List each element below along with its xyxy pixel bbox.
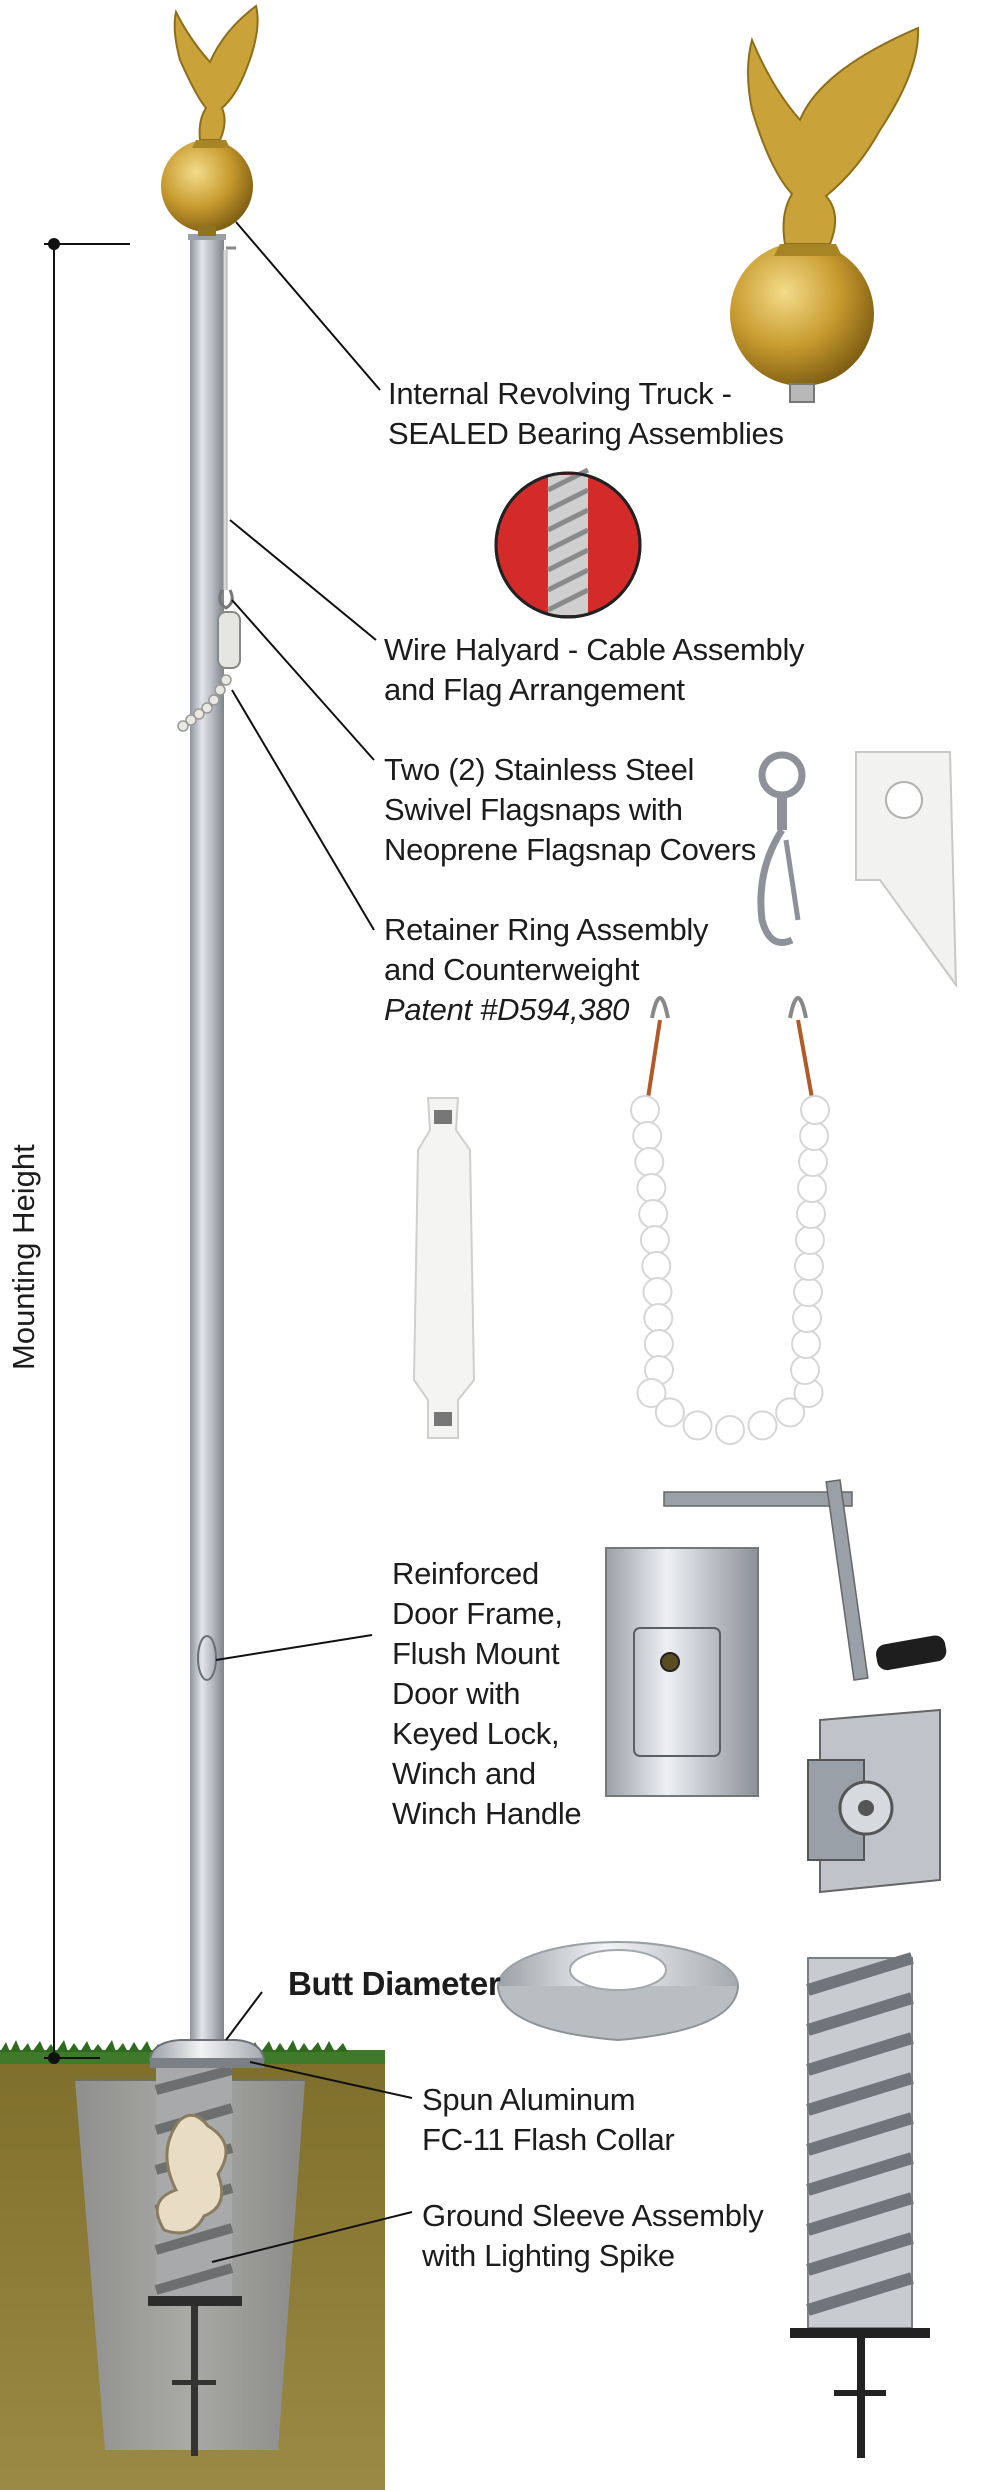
door-panel-closeup	[605, 1547, 759, 1797]
sleeve-label-line: Ground Sleeve Assembly	[422, 2198, 764, 2233]
eagle-finial-closeup	[730, 26, 920, 403]
retainer-bead	[639, 1225, 670, 1255]
leader-lines	[211, 221, 413, 2263]
ground-sleeve-closeup	[790, 1952, 930, 2458]
retainer-bead	[682, 1410, 713, 1441]
retainer-bead	[792, 1303, 822, 1333]
retainer-bead	[636, 1378, 667, 1408]
retainer-bead	[798, 1147, 828, 1177]
cable-cross-section	[494, 467, 642, 619]
retainer-bead	[638, 1199, 669, 1229]
door-label: Reinforced Door Frame, Flush Mount Door …	[392, 1554, 582, 1834]
winch-handle	[663, 1479, 947, 1681]
retainer-bead	[796, 1199, 826, 1229]
pole-door	[197, 1635, 217, 1681]
door-label-line: Reinforced	[392, 1556, 539, 1591]
door-label-line: Door Frame,	[392, 1596, 563, 1631]
retainer-bead	[790, 1355, 820, 1385]
winch	[807, 1708, 941, 1894]
flagsnaps-label-line: Swivel Flagsnaps with	[384, 792, 683, 827]
truck-label-line: Internal Revolving Truck -	[388, 376, 732, 411]
retainer-bead	[630, 1095, 660, 1125]
sleeve-label: Ground Sleeve Assembly with Lighting Spi…	[422, 2196, 764, 2276]
door-label-line: Flush Mount	[392, 1636, 560, 1671]
flagsnaps-label-line: Two (2) Stainless Steel	[384, 752, 695, 787]
retainer-bead	[654, 1397, 685, 1428]
mounting-height-dimension	[44, 238, 130, 2064]
retainer-bead	[747, 1410, 778, 1441]
flagpole	[148, 234, 266, 2068]
counterweight-closeup	[412, 1097, 476, 1439]
retainer-bead	[775, 1397, 806, 1428]
flagsnaps-label: Two (2) Stainless Steel Swivel Flagsnaps…	[384, 750, 756, 870]
retainer-bead	[794, 1251, 824, 1281]
door-label-line: Keyed Lock,	[392, 1716, 560, 1751]
beaded-retainer-ring	[630, 996, 830, 1445]
retainer-bead	[643, 1303, 674, 1333]
retainer-bead	[642, 1277, 673, 1307]
retainer-bead	[791, 1329, 821, 1359]
retainer-label-line: and Counterweight	[384, 952, 640, 987]
collar-label: Spun Aluminum FC-11 Flash Collar	[422, 2080, 675, 2160]
retainer-bead	[793, 1277, 823, 1307]
door-label-line: Door with	[392, 1676, 521, 1711]
flagsnaps-label-line: Neoprene Flagsnap Covers	[384, 832, 756, 867]
retainer-label: Retainer Ring Assembly and Counterweight…	[384, 910, 709, 1030]
butt-diameter-label: Butt Diameter	[288, 1965, 501, 2002]
retainer-bead	[641, 1251, 672, 1281]
collar-label-line: FC-11 Flash Collar	[422, 2122, 675, 2157]
halyard-label: Wire Halyard - Cable Assembly and Flag A…	[384, 630, 805, 710]
halyard-label-line: and Flag Arrangement	[384, 672, 685, 707]
retainer-bead	[634, 1147, 665, 1177]
sleeve-label-line: with Lighting Spike	[422, 2238, 675, 2273]
patent-number: Patent #D594,380	[384, 992, 630, 1027]
retainer-bead	[797, 1173, 827, 1203]
door-label-line: Winch Handle	[392, 1796, 582, 1831]
retainer-bead	[643, 1329, 674, 1359]
retainer-bead	[799, 1121, 829, 1151]
flash-collar-closeup	[497, 1941, 739, 2042]
halyard-cable	[177, 246, 241, 732]
retainer-label-line: Retainer Ring Assembly	[384, 912, 709, 947]
neoprene-cover	[855, 751, 958, 989]
retainer-bead	[636, 1173, 667, 1203]
retainer-bead	[800, 1095, 830, 1125]
collar-label-line: Spun Aluminum	[422, 2082, 636, 2117]
pole-eagle-finial	[161, 4, 259, 236]
swivel-flagsnap	[757, 751, 806, 946]
pole-flash-collar	[148, 2039, 266, 2061]
door-label-line: Winch and	[392, 1756, 536, 1791]
retainer-bead	[795, 1225, 825, 1255]
truck-label: Internal Revolving Truck - SEALED Bearin…	[388, 374, 784, 454]
retainer-bead	[632, 1121, 663, 1151]
retainer-bead	[715, 1415, 745, 1445]
ground-sleeve	[148, 2065, 242, 2456]
truck-label-line: SEALED Bearing Assemblies	[388, 416, 784, 451]
mounting-height-label: Mounting Height	[6, 1144, 41, 1370]
halyard-label-line: Wire Halyard - Cable Assembly	[384, 632, 805, 667]
